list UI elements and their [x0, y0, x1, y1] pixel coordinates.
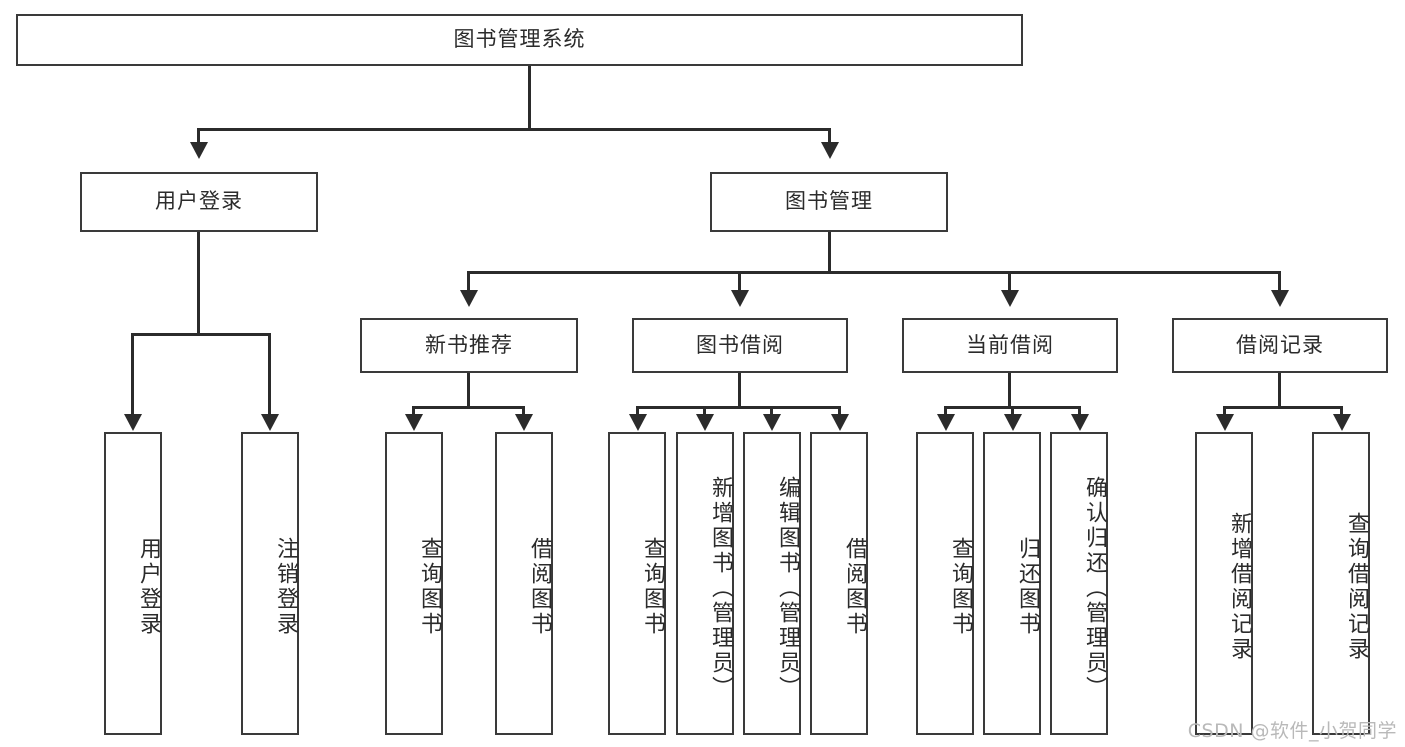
- connector-bookborrow-c3: [770, 406, 773, 418]
- arrow-currentborrow-c3: [1071, 414, 1089, 431]
- node-label: 查询图书: [640, 536, 665, 637]
- connector-currentborrow-c3: [1078, 406, 1081, 418]
- leaf-user-login[interactable]: 用户登录: [104, 432, 162, 735]
- connector-newbook-c2: [522, 406, 525, 418]
- node-label: 借阅图书: [842, 536, 867, 637]
- connector-newbook-c1: [412, 406, 415, 418]
- connector-borrowrecord-stem: [1278, 373, 1281, 409]
- connector-login-bar: [131, 333, 271, 336]
- node-book-manage[interactable]: 图书管理: [710, 172, 948, 232]
- connector-currentborrow-c2: [1011, 406, 1014, 418]
- leaf-edit-book-admin[interactable]: 编辑图书（管理员）: [743, 432, 801, 735]
- arrow-root-to-login: [190, 142, 208, 159]
- leaf-return-book[interactable]: 归还图书: [983, 432, 1041, 735]
- connector-manage-c4: [1278, 271, 1281, 293]
- arrow-manage-c4: [1271, 290, 1289, 307]
- connector-manage-c2: [738, 271, 741, 293]
- watermark-text: CSDN @软件_小贺同学: [1187, 720, 1397, 742]
- arrow-currentborrow-c1: [937, 414, 955, 431]
- node-label: 确认归还（管理员）: [1082, 476, 1107, 701]
- connector-bookborrow-c4: [838, 406, 841, 418]
- node-label: 查询借阅记录: [1344, 511, 1369, 662]
- leaf-query-book-borrow[interactable]: 查询图书: [608, 432, 666, 735]
- arrow-newbook-c2: [515, 414, 533, 431]
- node-label: 注销登录: [273, 536, 298, 637]
- connector-bookborrow-c2: [703, 406, 706, 418]
- connector-currentborrow-stem: [1008, 373, 1011, 409]
- connector-root-to-manage: [828, 128, 831, 146]
- node-label: 图书借阅: [696, 332, 784, 357]
- arrow-bookborrow-c2: [696, 414, 714, 431]
- connector-bookborrow-c1: [636, 406, 639, 418]
- leaf-query-book-current[interactable]: 查询图书: [916, 432, 974, 735]
- leaf-query-book-newbook[interactable]: 查询图书: [385, 432, 443, 735]
- arrow-login-child1: [124, 414, 142, 431]
- connector-newbook-stem: [467, 373, 470, 409]
- node-current-borrow[interactable]: 当前借阅: [902, 318, 1118, 373]
- arrow-bookborrow-c4: [831, 414, 849, 431]
- leaf-borrow-book[interactable]: 借阅图书: [810, 432, 868, 735]
- arrow-manage-c1: [460, 290, 478, 307]
- leaf-borrow-book-newbook[interactable]: 借阅图书: [495, 432, 553, 735]
- arrow-bookborrow-c1: [629, 414, 647, 431]
- arrow-login-child2: [261, 414, 279, 431]
- connector-borrowrecord-c1: [1223, 406, 1226, 418]
- node-label: 编辑图书（管理员）: [775, 476, 800, 701]
- connector-borrowrecord-c2: [1340, 406, 1343, 418]
- connector-login-child2: [268, 333, 271, 418]
- connector-manage-c1: [467, 271, 470, 293]
- connector-root-stem: [528, 66, 531, 130]
- connector-borrowrecord-bar: [1223, 406, 1343, 409]
- arrow-root-to-manage: [821, 142, 839, 159]
- connector-bookborrow-stem: [738, 373, 741, 409]
- node-label: 图书管理: [785, 189, 873, 214]
- node-label: 查询图书: [948, 536, 973, 637]
- leaf-add-borrow-record[interactable]: 新增借阅记录: [1195, 432, 1253, 735]
- node-user-login[interactable]: 用户登录: [80, 172, 318, 232]
- arrow-manage-c2: [731, 290, 749, 307]
- leaf-add-book-admin[interactable]: 新增图书（管理员）: [676, 432, 734, 735]
- arrow-bookborrow-c3: [763, 414, 781, 431]
- arrow-currentborrow-c2: [1004, 414, 1022, 431]
- connector-currentborrow-c1: [944, 406, 947, 418]
- node-label: 用户登录: [155, 189, 243, 214]
- connector-login-stem: [197, 232, 200, 335]
- arrow-borrowrecord-c2: [1333, 414, 1351, 431]
- leaf-query-borrow-record[interactable]: 查询借阅记录: [1312, 432, 1370, 735]
- arrow-newbook-c1: [405, 414, 423, 431]
- connector-manage-bar: [467, 271, 1281, 274]
- node-label: 借阅图书: [527, 536, 552, 637]
- node-label: 新书推荐: [425, 332, 513, 357]
- node-book-borrow[interactable]: 图书借阅: [632, 318, 848, 373]
- node-root-system[interactable]: 图书管理系统: [16, 14, 1023, 66]
- leaf-confirm-return-admin[interactable]: 确认归还（管理员）: [1050, 432, 1108, 735]
- connector-root-bar: [197, 128, 831, 131]
- node-new-book-recommend[interactable]: 新书推荐: [360, 318, 578, 373]
- connector-login-child1: [131, 333, 134, 418]
- connector-newbook-bar: [412, 406, 525, 409]
- arrow-manage-c3: [1001, 290, 1019, 307]
- node-label: 新增图书（管理员）: [708, 476, 733, 701]
- node-label: 图书管理系统: [453, 27, 586, 52]
- node-label: 用户登录: [136, 536, 161, 637]
- connector-manage-c3: [1008, 271, 1011, 293]
- node-label: 新增借阅记录: [1227, 511, 1252, 662]
- node-label: 归还图书: [1015, 536, 1040, 637]
- node-label: 查询图书: [417, 536, 442, 637]
- connector-root-to-login: [197, 128, 200, 146]
- connector-manage-stem: [828, 232, 831, 274]
- arrow-borrowrecord-c1: [1216, 414, 1234, 431]
- node-borrow-record[interactable]: 借阅记录: [1172, 318, 1388, 373]
- node-label: 借阅记录: [1236, 332, 1324, 357]
- node-label: 当前借阅: [966, 332, 1054, 357]
- connector-bookborrow-bar: [636, 406, 839, 409]
- leaf-logout[interactable]: 注销登录: [241, 432, 299, 735]
